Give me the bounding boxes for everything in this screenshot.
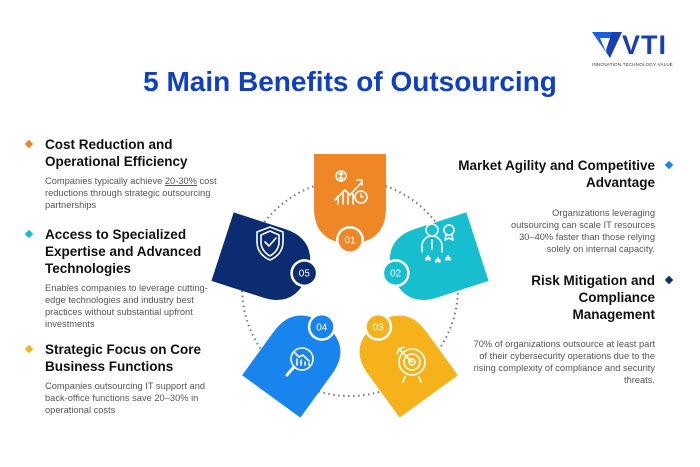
badge-fill [338,228,362,252]
badge-fill [310,315,334,339]
benefit-01: Cost Reduction and Operational Efficienc… [45,137,217,210]
shield-check-icon [256,226,284,261]
petal-03 [359,315,458,418]
petal-02 [389,212,489,301]
analytics-search-icon [285,347,314,377]
step-badge: 03 [364,312,393,341]
badge-number: 03 [373,322,385,333]
badge-number: 01 [344,236,356,247]
badge-number: 04 [316,322,328,333]
step-badge: 02 [381,259,410,288]
logo-mark-icon [592,32,622,58]
badge-number: 02 [390,269,402,280]
growth-chart-icon [334,170,368,205]
step-badge: 01 [336,226,364,254]
badge-fill [292,261,316,285]
expert-award-icon [421,223,455,263]
badge-fill [384,261,408,285]
petal-05 [211,212,311,301]
benefit-03: Strategic Focus on Core Business Functio… [45,342,206,415]
page-title: 5 Main Benefits of Outsourcing [143,66,557,97]
petal-01 [314,154,386,244]
petal-04 [242,315,341,418]
badge-fill [366,315,390,339]
benefit-05: Risk Mitigation and Compliance Managemen… [473,273,655,385]
step-badge: 05 [290,259,319,288]
benefit-04: Access to Specialized Expertise and Adva… [45,227,208,329]
badge-number: 05 [299,269,311,280]
benefit-02: Market Agility and Competitive Advantage… [458,158,655,254]
target-icon [396,346,426,383]
step-badge: 04 [307,312,336,341]
